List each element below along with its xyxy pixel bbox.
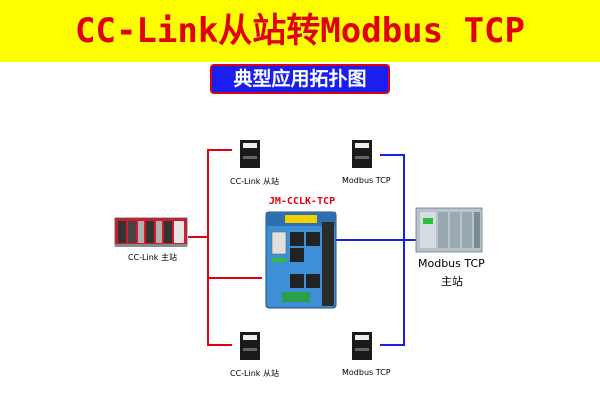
- cclink-slave-top-label: CC-Link 从站: [230, 177, 279, 186]
- gateway-device-icon: [265, 211, 337, 309]
- subtitle-badge: 典型应用拓扑图: [210, 64, 390, 94]
- modbus-device-bottom-label: Modbus TCP: [342, 368, 391, 377]
- modbus-device-top-label: Modbus TCP: [342, 176, 391, 185]
- gateway-label: JM-CCLK-TCP: [268, 196, 336, 207]
- cclink-slave-bottom-label: CC-Link 从站: [230, 369, 279, 378]
- title-banner: [0, 0, 600, 62]
- modbus-master-plc-icon: [415, 207, 483, 253]
- cclink-master-label: CC-Link 主站: [128, 253, 177, 262]
- cclink-master-plc-icon: [114, 217, 188, 247]
- modbus-bus: [336, 154, 416, 346]
- modbus-device-bottom-icon: [352, 332, 372, 360]
- page-title: CC-Link从站转Modbus TCP: [75, 11, 525, 51]
- cclink-bus: [188, 149, 262, 346]
- modbus-device-top-icon: [352, 140, 372, 168]
- modbus-master-label-sub: 主站: [441, 275, 463, 288]
- cclink-slave-top-icon: [240, 140, 260, 168]
- modbus-master-label: Modbus TCP: [418, 257, 485, 270]
- modbus-line-right: [380, 154, 405, 346]
- cclink-slave-bottom-icon: [240, 332, 260, 360]
- cclink-line-top: [207, 149, 232, 346]
